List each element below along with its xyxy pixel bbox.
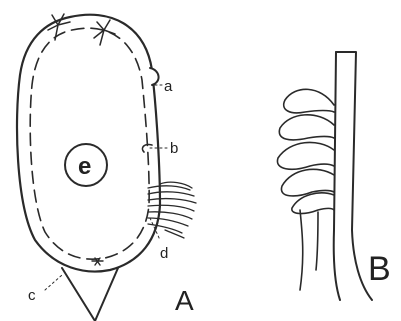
stalk-inner-edge bbox=[334, 52, 340, 300]
panel-a-organism bbox=[17, 14, 196, 321]
stalk-outline bbox=[336, 52, 372, 300]
pointer-c bbox=[45, 275, 62, 290]
label-d: d bbox=[160, 245, 168, 262]
top-tuft-right bbox=[94, 20, 115, 45]
label-e: e bbox=[78, 153, 91, 180]
outer-body-outline bbox=[17, 15, 160, 272]
bump-a bbox=[150, 68, 159, 85]
membrane-fringe bbox=[277, 89, 334, 290]
label-c: c bbox=[28, 287, 36, 304]
label-a: a bbox=[164, 78, 173, 95]
tail-spine bbox=[62, 268, 118, 321]
panel-label-b: B bbox=[368, 250, 391, 288]
label-b: b bbox=[170, 140, 178, 157]
panel-label-a: A bbox=[175, 285, 194, 316]
panel-b-structure bbox=[277, 52, 372, 300]
